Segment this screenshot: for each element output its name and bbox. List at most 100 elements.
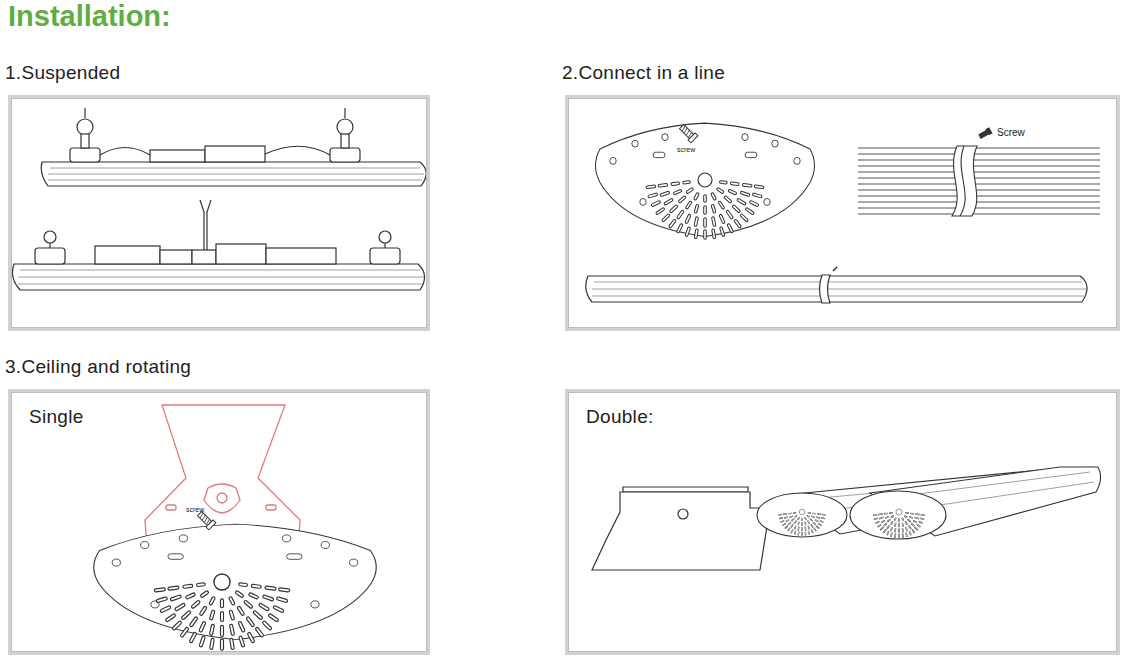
vent-slot <box>884 530 886 532</box>
connect-line-joint-part <box>952 146 977 216</box>
vent-slot-inner <box>270 615 277 620</box>
vent-slot <box>875 518 878 520</box>
vent-slot <box>911 513 914 515</box>
vent-slot <box>784 513 787 515</box>
vent-slot-inner <box>786 520 788 521</box>
vent-slot <box>902 529 904 532</box>
vent-slot <box>231 626 233 634</box>
suspended-top-luminaire-part <box>77 119 93 135</box>
single-bracket-part <box>166 505 176 510</box>
vent-slot-inner <box>905 516 907 517</box>
vent-slot <box>736 221 740 227</box>
connected-luminaires-part <box>833 267 837 271</box>
plate-hole <box>764 198 770 205</box>
vent-slot-inner <box>890 512 892 513</box>
vent-slot-inner <box>744 184 751 186</box>
vent-slot <box>670 221 674 227</box>
vent-slot-inner <box>794 531 796 534</box>
vent-slot <box>659 183 666 187</box>
vent-slot-inner <box>788 523 790 525</box>
vent-slot <box>878 525 881 527</box>
vent-slot <box>817 516 820 518</box>
vent-slot <box>231 612 233 619</box>
vent-slot <box>781 521 784 522</box>
vent-slot-inner <box>257 629 262 635</box>
suspended-bottom-luminaire-part <box>49 243 50 248</box>
vent-slot-inner <box>876 522 879 523</box>
vent-slot-inner <box>729 225 732 231</box>
vent-slot <box>891 516 893 517</box>
vent-slot-inner <box>879 514 882 515</box>
suspended-top-luminaire-part <box>265 146 330 155</box>
vent-slot <box>246 602 251 606</box>
vent-slot <box>887 532 888 535</box>
vent-slot <box>201 638 204 646</box>
vent-slot-inner <box>221 613 223 620</box>
connect-line-joint-part <box>858 213 1100 214</box>
vent-slot <box>183 612 189 617</box>
vent-slot <box>788 528 790 530</box>
suspended-bottom-luminaire-part <box>95 246 160 264</box>
connect-line-joint-part <box>960 146 965 216</box>
vent-slot-inner <box>798 532 799 535</box>
suspended-bottom-luminaire-part <box>216 244 266 264</box>
single-bracket-part <box>266 505 276 510</box>
suspended-top-luminaire-part <box>70 148 100 162</box>
vent-slot <box>804 522 806 524</box>
vent-slot <box>921 514 924 516</box>
vent-slot <box>678 212 682 218</box>
vent-slot <box>713 206 715 212</box>
vent-slot <box>791 525 793 527</box>
suspended-bottom-luminaire <box>12 200 424 290</box>
vent-slot-inner <box>730 191 735 193</box>
vent-slot-inner <box>822 517 825 519</box>
vent-slot-inner <box>817 513 820 514</box>
vent-slot <box>680 197 685 201</box>
vent-slot <box>795 516 797 517</box>
vent-slot <box>906 528 907 531</box>
vent-slot <box>888 520 890 522</box>
vent-slot-inner <box>266 588 274 589</box>
vent-slot-inner <box>815 520 817 521</box>
vent-slot <box>891 522 892 524</box>
vent-slot-inner <box>264 597 272 600</box>
vent-slot <box>898 534 900 537</box>
plate-hole <box>350 559 358 566</box>
vent-slot-inner <box>909 532 910 535</box>
vent-slot <box>898 529 900 532</box>
suspended-top-luminaire-part <box>84 108 85 118</box>
vent-pattern <box>779 509 825 535</box>
vent-slot <box>220 613 224 620</box>
vent-slot <box>797 518 799 520</box>
double-bracket-part <box>623 487 748 492</box>
vent-slot-inner <box>887 532 888 535</box>
vent-slot <box>801 518 802 520</box>
suspended-bottom-luminaire-part <box>44 231 56 243</box>
double-bracket-part <box>592 492 770 570</box>
vent-slot <box>801 528 802 531</box>
vent-slot-inner <box>734 206 739 211</box>
vent-slot <box>720 203 723 208</box>
vent-slot-inner <box>802 528 803 531</box>
suspended-bottom-luminaire-part <box>18 284 422 285</box>
plate-hole <box>662 134 668 141</box>
vent-slot-inner <box>201 623 204 630</box>
vent-slot-inner <box>742 193 749 195</box>
vent-slot-inner <box>183 612 189 617</box>
vent-slot <box>820 521 823 522</box>
vent-slot-inner <box>255 612 261 617</box>
vent-slot-inner <box>211 598 214 603</box>
screw-label: screw <box>186 506 204 513</box>
vent-slot <box>678 225 681 231</box>
vent-slot <box>202 593 207 596</box>
vent-slot <box>675 191 680 193</box>
vent-slot-inner <box>817 517 820 519</box>
vent-slot <box>917 525 920 527</box>
suspended-top-luminaire-part <box>100 148 150 156</box>
vent-slot-inner <box>781 521 784 522</box>
vent-slot-inner <box>874 514 877 515</box>
vent-slot <box>220 627 224 635</box>
vent-slot-inner <box>653 202 659 205</box>
vent-slot <box>220 600 224 606</box>
vent-slot-inner <box>902 529 904 532</box>
